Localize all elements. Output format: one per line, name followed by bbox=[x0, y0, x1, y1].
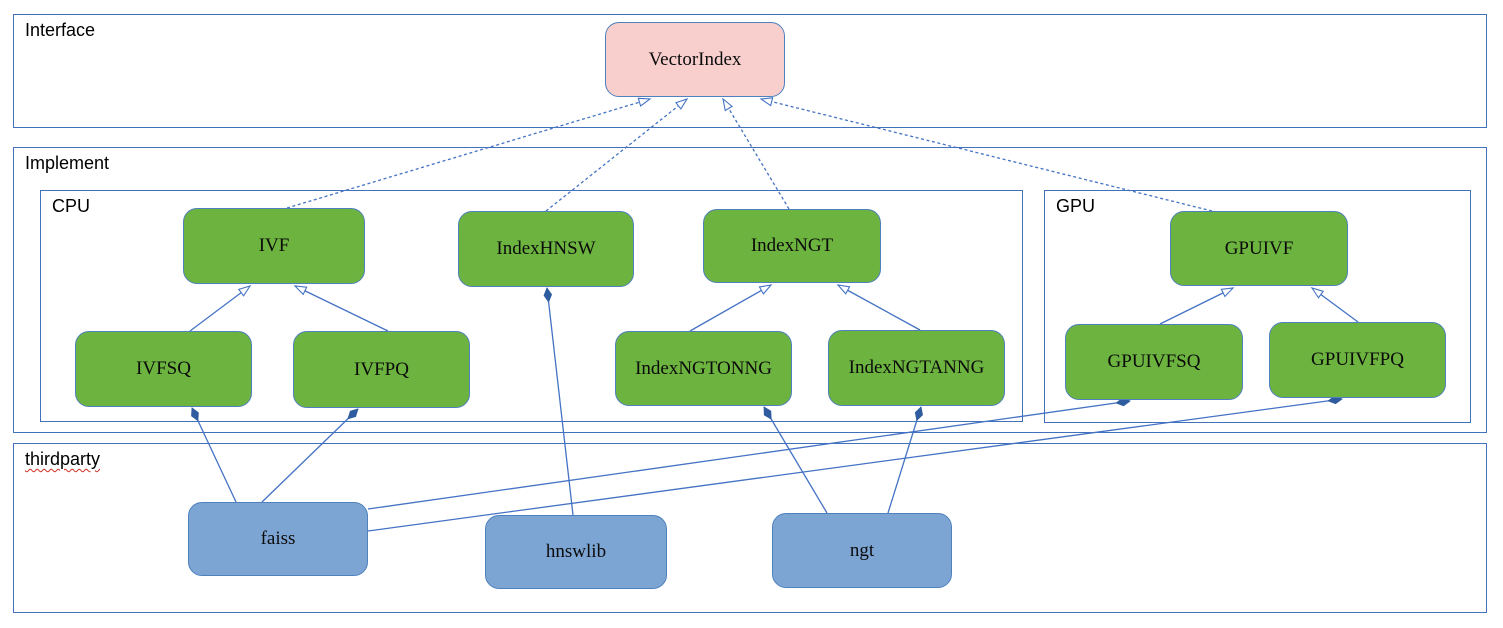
group-gpu: GPU bbox=[1044, 190, 1471, 423]
node-indexngtanng: IndexNGTANNG bbox=[828, 330, 1005, 406]
composition-edge-gpuivfsq-to-faiss bbox=[367, 397, 1131, 510]
node-label-gpuivf: GPUIVF bbox=[1224, 237, 1294, 259]
node-gpuivfsq: GPUIVFSQ bbox=[1065, 324, 1243, 400]
composition-edge-gpuivfpq-to-faiss bbox=[367, 395, 1343, 532]
realization-edge-indexngt-to-vectorindex bbox=[722, 97, 790, 210]
composition-edge-indexngtonng-to-ngt bbox=[763, 406, 828, 514]
node-label-vectorindex: VectorIndex bbox=[648, 48, 742, 70]
group-label-thirdparty: thirdparty bbox=[25, 449, 101, 469]
node-label-gpuivfsq: GPUIVFSQ bbox=[1107, 351, 1201, 372]
node-ngt: ngt bbox=[772, 513, 952, 588]
node-ivf: IVF bbox=[183, 208, 365, 284]
generalization-edge-indexngtonng-to-indexngt bbox=[689, 284, 773, 332]
node-hnswlib: hnswlib bbox=[485, 515, 667, 589]
composition-edge-ivfpq-to-faiss bbox=[261, 408, 359, 503]
composition-edge-indexngtanng-to-ngt bbox=[887, 406, 923, 514]
node-faiss: faiss bbox=[188, 502, 368, 576]
node-label-indexngtonng: IndexNGTONNG bbox=[635, 357, 772, 379]
group-label-cpu: CPU bbox=[52, 196, 91, 216]
node-label-ivfsq: IVFSQ bbox=[136, 358, 191, 379]
group-thirdparty: thirdparty bbox=[13, 443, 1487, 613]
generalization-edge-ivfpq-to-ivf bbox=[293, 285, 389, 332]
realization-edge-ivf-to-vectorindex bbox=[286, 97, 652, 209]
realization-edge-indexhnsw-to-vectorindex bbox=[545, 97, 689, 212]
node-ivfpq: IVFPQ bbox=[293, 331, 470, 408]
generalization-edge-gpuivfpq-to-gpuivf bbox=[1310, 287, 1359, 323]
node-label-indexngtanng: IndexNGTANNG bbox=[848, 357, 985, 378]
node-label-ngt: ngt bbox=[849, 539, 875, 561]
node-gpuivfpq: GPUIVFPQ bbox=[1269, 322, 1446, 398]
node-label-faiss: faiss bbox=[260, 528, 296, 549]
node-label-gpuivfpq: GPUIVFPQ bbox=[1311, 349, 1404, 370]
group-interface: Interface bbox=[13, 14, 1487, 128]
node-label-indexngt: IndexNGT bbox=[750, 235, 834, 256]
node-label-ivfpq: IVFPQ bbox=[354, 358, 409, 380]
node-gpuivf: GPUIVF bbox=[1170, 211, 1348, 286]
group-label-implement: Implement bbox=[25, 153, 110, 173]
node-label-hnswlib: hnswlib bbox=[545, 541, 607, 562]
group-label-gpu: GPU bbox=[1056, 196, 1096, 216]
node-label-ivf: IVF bbox=[258, 235, 290, 256]
group-implement: Implement bbox=[13, 147, 1487, 433]
composition-edge-indexhnsw-to-hnswlib bbox=[543, 287, 574, 516]
composition-edge-ivfsq-to-faiss bbox=[191, 407, 237, 503]
realization-edge-gpuivf-to-vectorindex bbox=[759, 97, 1213, 212]
node-indexngtonng: IndexNGTONNG bbox=[615, 331, 792, 406]
node-label-indexhnsw: IndexHNSW bbox=[496, 238, 596, 259]
node-indexngt: IndexNGT bbox=[703, 209, 881, 283]
node-indexhnsw: IndexHNSW bbox=[458, 211, 634, 287]
generalization-edge-indexngtanng-to-indexngt bbox=[836, 284, 921, 331]
generalization-edge-ivfsq-to-ivf bbox=[189, 285, 252, 332]
group-cpu: CPU bbox=[40, 190, 1023, 422]
group-label-interface: Interface bbox=[25, 20, 96, 40]
generalization-edge-gpuivfsq-to-gpuivf bbox=[1159, 287, 1235, 325]
node-ivfsq: IVFSQ bbox=[75, 331, 252, 407]
node-vectorindex: VectorIndex bbox=[605, 22, 785, 97]
